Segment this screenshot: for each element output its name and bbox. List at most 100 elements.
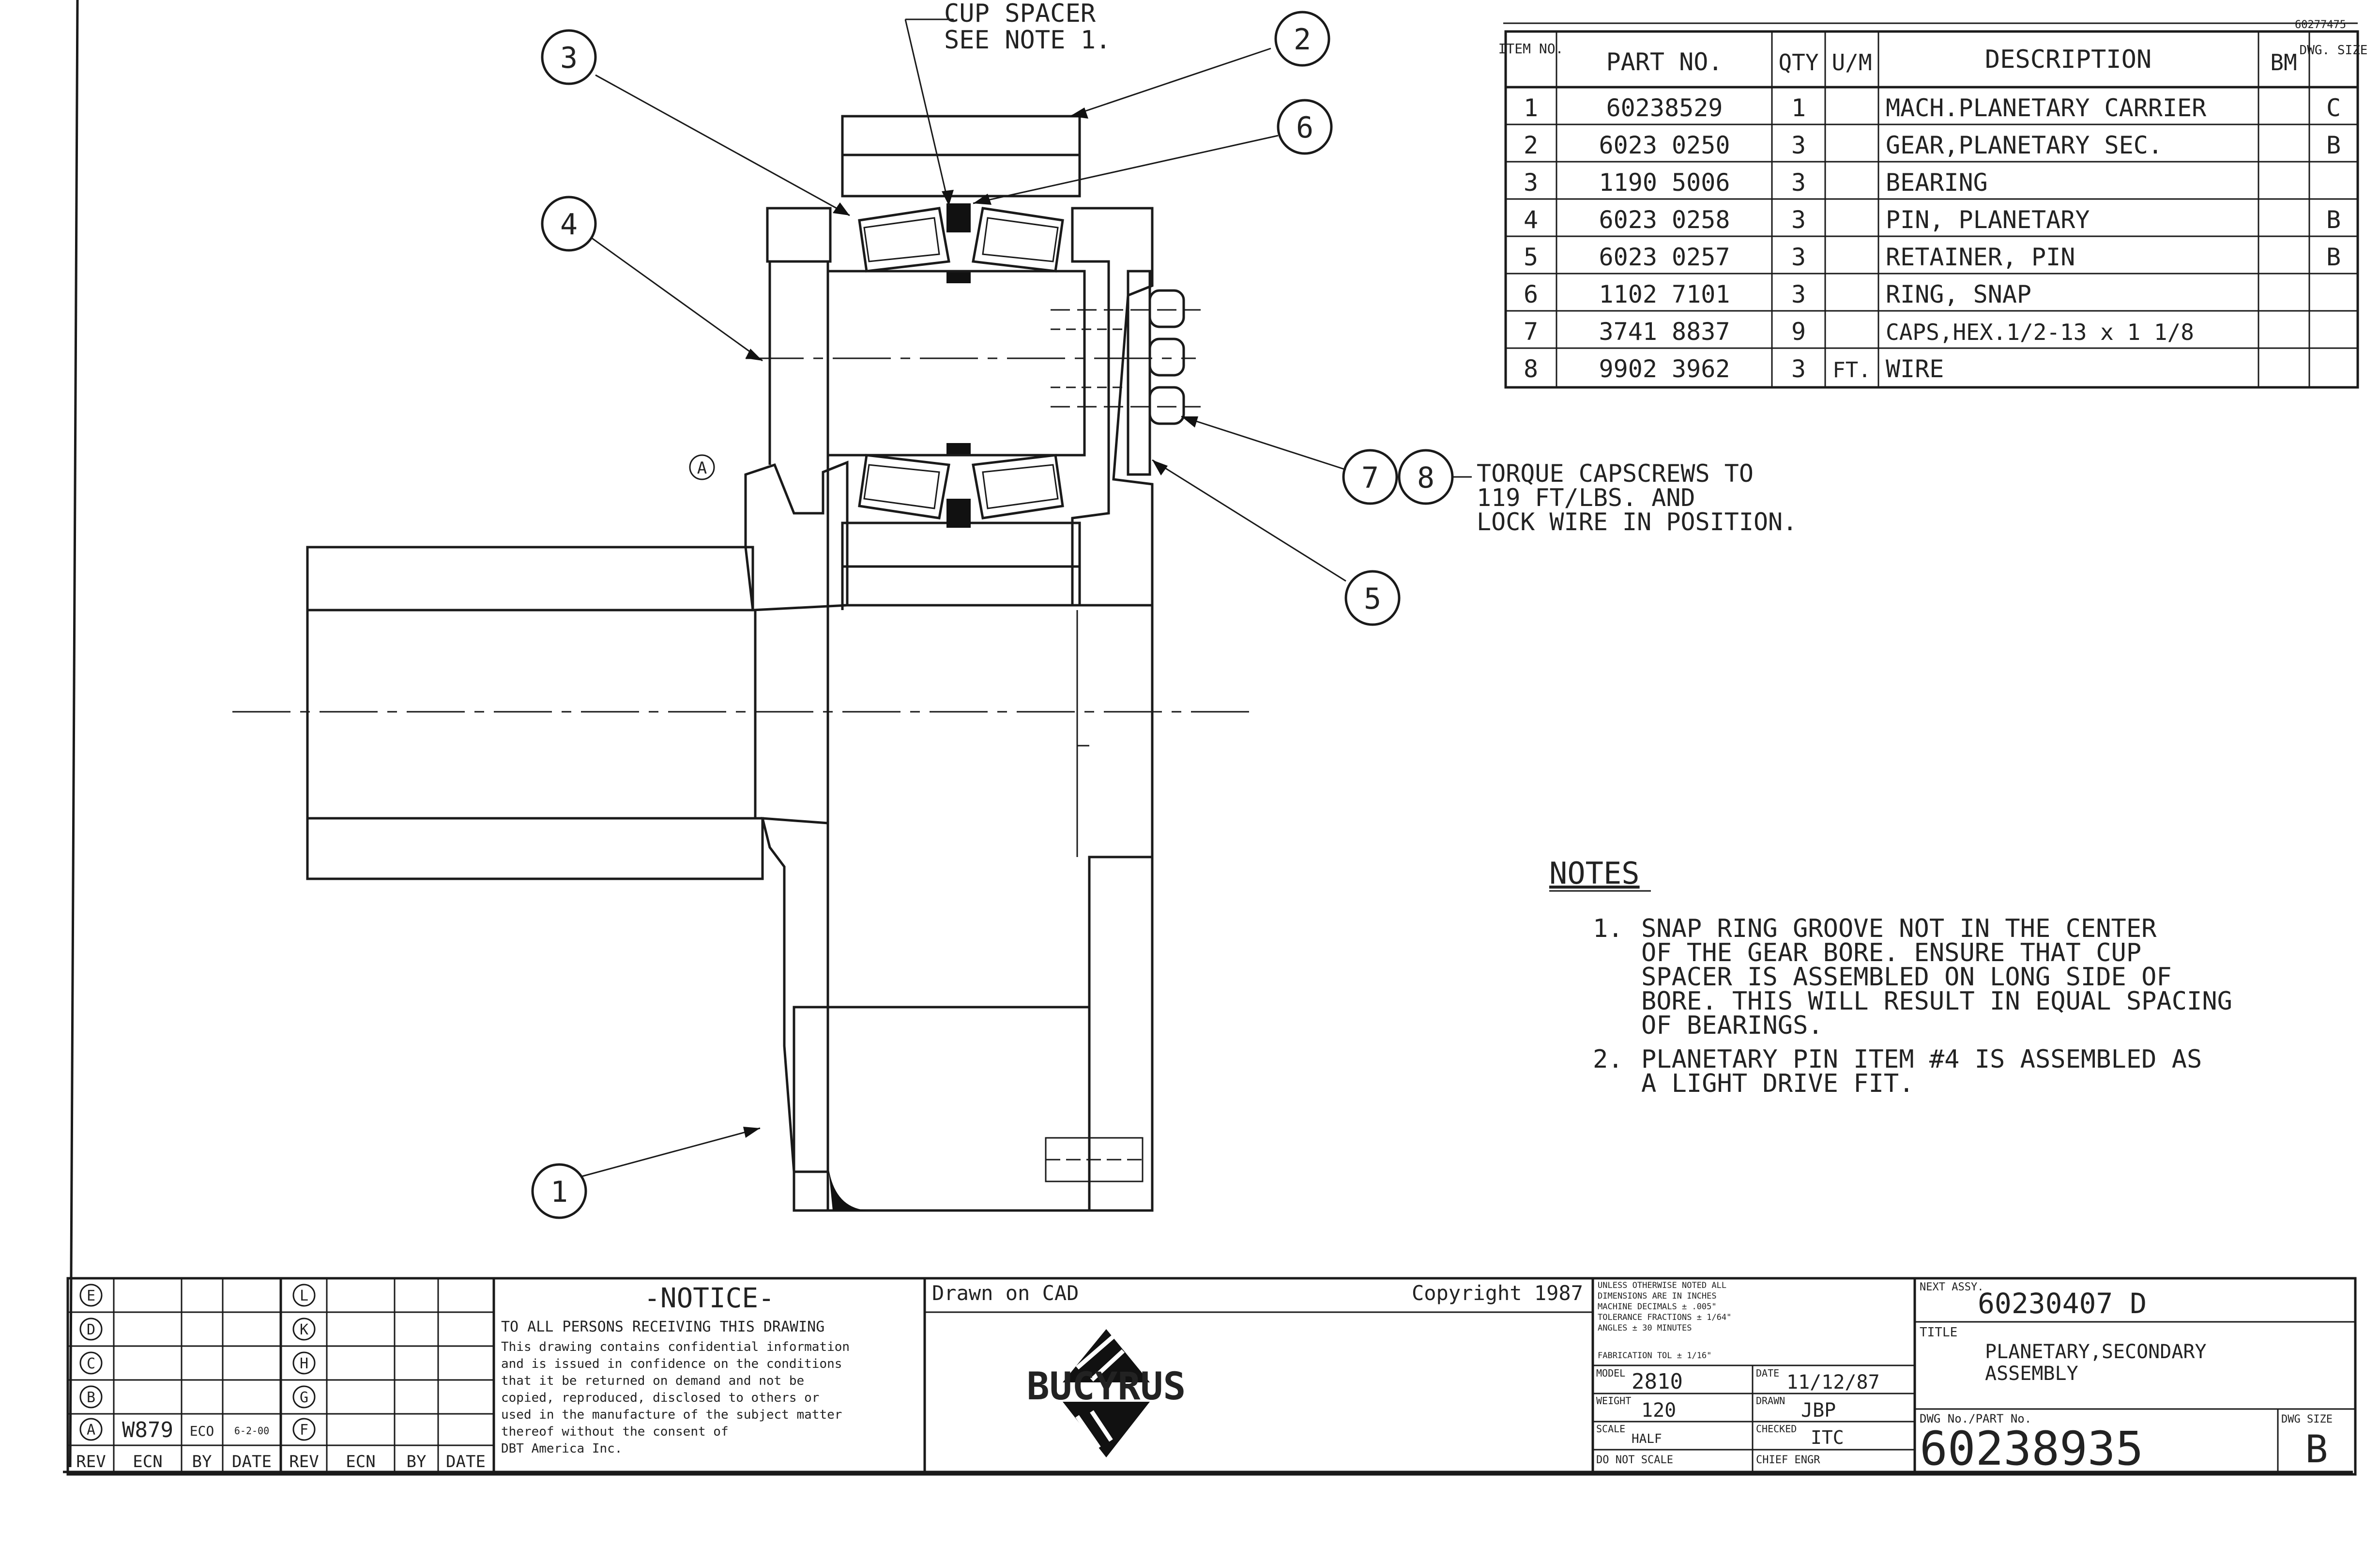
svg-text:6023 0250: 6023 0250: [1599, 131, 1730, 159]
model-label: MODEL: [1596, 1367, 1625, 1379]
upper-bearing: [858, 203, 1064, 283]
chief-engr-label: CHIEF ENGR: [1756, 1454, 1820, 1466]
notice-body-line: used in the manufacture of the subject m…: [501, 1408, 842, 1422]
bom-sheet-ref: 60277475: [2295, 19, 2346, 31]
bom-header-um: U/M: [1831, 49, 1872, 76]
svg-text:6: 6: [1524, 280, 1538, 308]
hub-upper-wall: [306, 546, 754, 612]
svg-text:GEAR,PLANETARY SEC.: GEAR,PLANETARY SEC.: [1886, 131, 2163, 159]
pin-retainer: [1127, 270, 1151, 476]
svg-text:DIMENSIONS ARE IN INCHES: DIMENSIONS ARE IN INCHES: [1598, 1291, 1717, 1301]
svg-text:TOLERANCE FRACTIONS ± 1/64": TOLERANCE FRACTIONS ± 1/64": [1598, 1313, 1731, 1322]
weight-value: 120: [1641, 1399, 1676, 1422]
svg-text:3: 3: [1791, 131, 1806, 159]
capscrews: [1051, 289, 1201, 425]
svg-text:WIRE: WIRE: [1886, 355, 1944, 383]
svg-text:5: 5: [1524, 243, 1538, 271]
dwg-size-label: DWG SIZE: [2281, 1413, 2333, 1425]
note-2-number: 2.: [1593, 1045, 1623, 1074]
dwg-size-value: B: [2305, 1428, 2328, 1471]
svg-text:8: 8: [1524, 355, 1538, 383]
balloon-6: 6: [1277, 99, 1333, 155]
notice-body-line: copied, reproduced, disclosed to others …: [501, 1391, 819, 1405]
drawn-value: JBP: [1801, 1399, 1836, 1422]
bom-header-dwg-size: DWG. SIZE: [2300, 43, 2368, 58]
svg-text:6023 0258: 6023 0258: [1599, 206, 1730, 234]
balloon-5: 5: [1344, 570, 1401, 626]
drawn-label: DRAWN: [1756, 1395, 1785, 1407]
leader-arrowheads: [743, 107, 1198, 1138]
date-label: DATE: [1756, 1367, 1779, 1379]
note-1-line: SNAP RING GROOVE NOT IN THE CENTER: [1641, 914, 2157, 943]
svg-text:C: C: [2326, 94, 2341, 122]
cup-spacer-label: CUP SPACER: [944, 0, 1096, 28]
carrier-upper-flange: [744, 460, 849, 612]
rev-header: ECN: [133, 1452, 162, 1471]
svg-text:3: 3: [1524, 168, 1538, 197]
notes-title: NOTES: [1549, 856, 1640, 891]
note-1-line: OF THE GEAR BORE. ENSURE THAT CUP: [1641, 938, 2141, 967]
hub-lower-wall: [306, 817, 764, 880]
balloon-8: 8: [1398, 449, 1454, 505]
planetary-pin: [826, 270, 1086, 457]
bom-row: 3 1190 5006 3 BEARING: [1524, 168, 1988, 197]
svg-text:7: 7: [1524, 318, 1538, 346]
svg-text:60238529: 60238529: [1606, 94, 1723, 122]
svg-text:3: 3: [1791, 355, 1806, 383]
rev-a-by: ECO: [190, 1423, 214, 1439]
svg-text:2: 2: [1294, 23, 1311, 57]
svg-text:B: B: [2326, 131, 2341, 159]
svg-text:UNLESS OTHERWISE NOTED ALL: UNLESS OTHERWISE NOTED ALL: [1598, 1281, 1726, 1290]
svg-text:FT.: FT.: [1832, 358, 1871, 383]
svg-text:G: G: [300, 1389, 308, 1406]
datum-a: A: [689, 454, 715, 480]
rev-letter: G: [292, 1385, 316, 1409]
rev-header: BY: [192, 1452, 212, 1471]
carrier-bottom-body: [793, 1006, 829, 1212]
svg-text:D: D: [87, 1321, 95, 1338]
bom-row: 4 6023 0258 3 PIN, PLANETARY B: [1524, 206, 2341, 234]
sheet-border-left: [69, 0, 79, 1468]
bom-header-part: PART NO.: [1606, 48, 1723, 76]
bom-row: 6 1102 7101 3 RING, SNAP: [1524, 280, 2031, 308]
bucyrus-logo: BUCYRUS: [1027, 1329, 1186, 1457]
notice-body-line: thereof without the consent of: [501, 1424, 729, 1439]
svg-text:F: F: [300, 1422, 308, 1439]
svg-text:L: L: [300, 1287, 308, 1304]
rev-letter: K: [292, 1317, 316, 1341]
rev-letter: H: [292, 1351, 316, 1375]
leader-lines: [580, 18, 1346, 1178]
svg-text:RING, SNAP: RING, SNAP: [1886, 280, 2031, 308]
svg-text:5: 5: [1364, 582, 1381, 616]
svg-text:E: E: [87, 1287, 95, 1304]
torque-note-line2: 119 FT/LBS. AND: [1477, 484, 1695, 512]
svg-text:1: 1: [550, 1175, 568, 1209]
svg-text:B: B: [2326, 243, 2341, 271]
notice-body-line: that it be returned on demand and not be: [501, 1374, 804, 1388]
svg-text:3: 3: [1791, 243, 1806, 271]
gear-top-hatch: [841, 153, 1081, 198]
title-label: TITLE: [1920, 1325, 1957, 1340]
svg-text:9902 3962: 9902 3962: [1599, 355, 1730, 383]
svg-text:H: H: [300, 1355, 308, 1372]
svg-text:4: 4: [560, 208, 578, 242]
rev-header: DATE: [232, 1452, 272, 1471]
svg-text:9: 9: [1791, 318, 1806, 346]
bom-table: 60277475 ITEM NO. PART NO. QTY U/M DESCR…: [1498, 19, 2368, 389]
tolerance-block: UNLESS OTHERWISE NOTED ALL DIMENSIONS AR…: [1591, 1277, 1916, 1476]
svg-text:FABRICATION TOL ± 1/16": FABRICATION TOL ± 1/16": [1598, 1351, 1711, 1361]
rev-header: ECN: [346, 1452, 375, 1471]
bom-header-bm: BM: [2270, 49, 2297, 76]
copyright: Copyright 1987: [1412, 1281, 1583, 1305]
svg-text:8: 8: [1417, 461, 1434, 495]
rev-header: REV: [76, 1452, 106, 1471]
checked-value: ITC: [1811, 1427, 1844, 1448]
svg-text:3741 8837: 3741 8837: [1599, 318, 1730, 346]
note-2-line: PLANETARY PIN ITEM #4 IS ASSEMBLED AS: [1641, 1045, 2202, 1074]
notice-block: -NOTICE- TO ALL PERSONS RECEIVING THIS D…: [492, 1277, 926, 1476]
checked-label: CHECKED: [1756, 1423, 1797, 1435]
notice-body-line: and is issued in confidence on the condi…: [501, 1357, 842, 1371]
note-2-line: A LIGHT DRIVE FIT.: [1641, 1069, 1914, 1098]
torque-note-line3: LOCK WIRE IN POSITION.: [1477, 508, 1797, 536]
